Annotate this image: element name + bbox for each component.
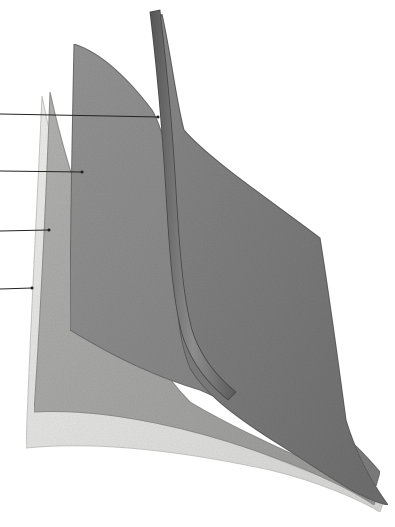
- leader-dot-3: [48, 229, 51, 232]
- leader-dot-4: [31, 287, 34, 290]
- leader-dot-2: [81, 171, 84, 174]
- leader-line-4: [0, 288, 32, 289]
- leader-dot-1: [157, 116, 160, 119]
